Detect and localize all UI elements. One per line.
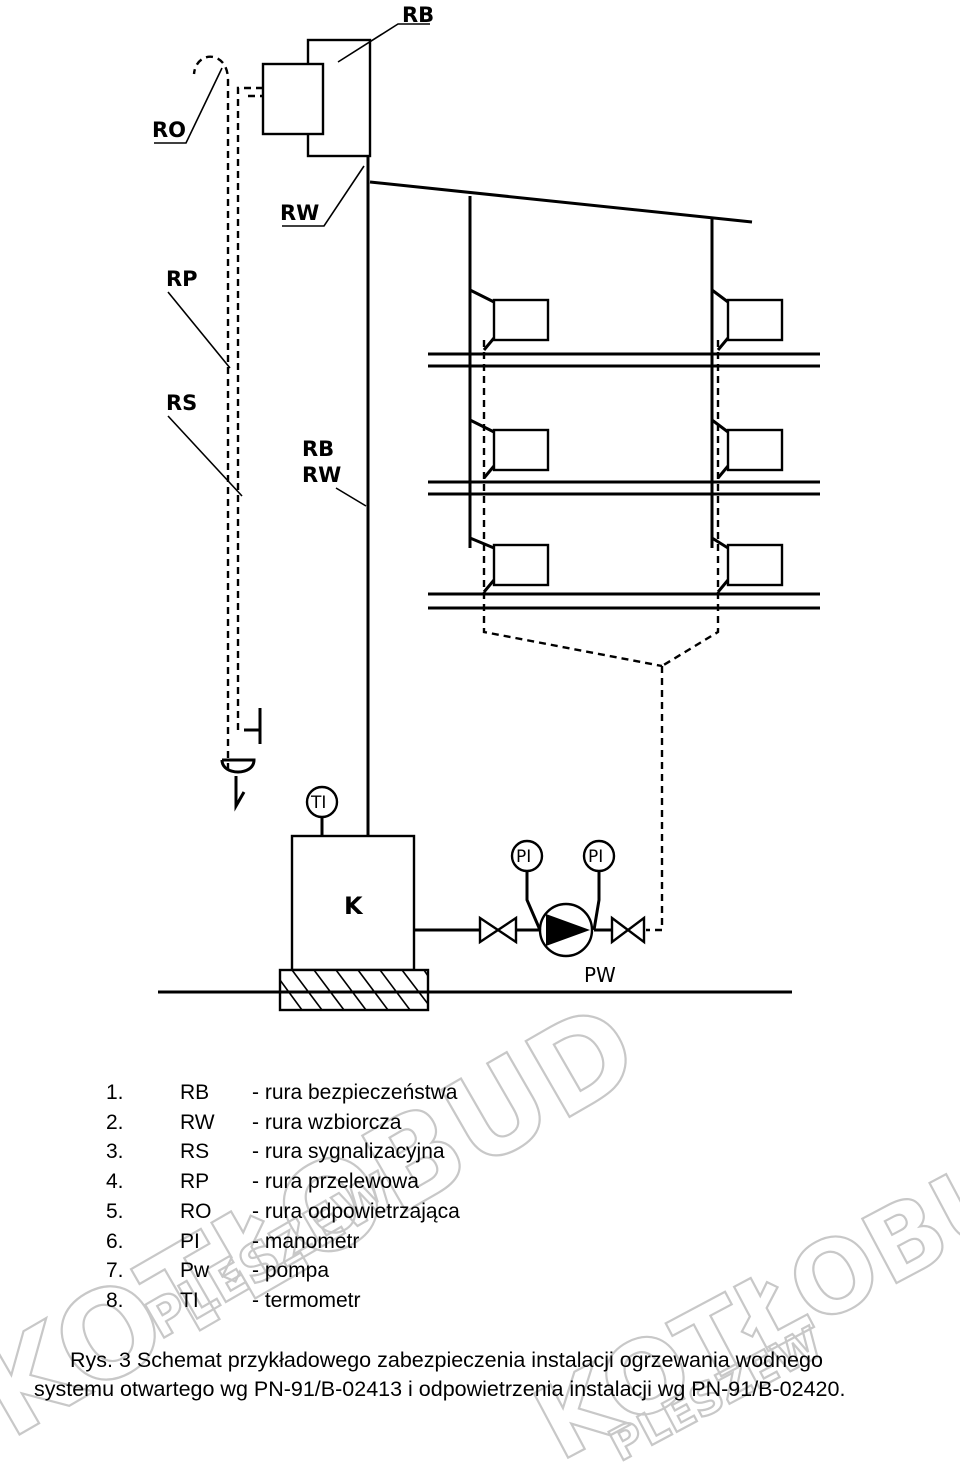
label-thermometer: TI [310,793,326,813]
legend-item: 7. Pw - pompa [106,1256,460,1286]
expansion-vessel [261,38,372,158]
label-pump: PW [584,963,616,987]
radiator [492,428,550,472]
supply-main [369,180,753,224]
legend-item: 8. TI - termometr [106,1286,460,1316]
label-ro: RO [152,118,186,142]
legend-num: 3. [106,1140,124,1164]
label-manometer-1: PI [516,847,531,867]
legend-num: 7. [106,1259,124,1283]
legend-item: 4. RP - rura przelewowa [106,1167,460,1197]
signal-tank [261,62,325,136]
pipe-rp [236,86,264,730]
legend-code: RB [180,1081,210,1104]
return-riser-2 [661,340,720,668]
leader-rb-top [337,23,430,63]
legend-num: 4. [106,1170,124,1194]
caption-line-1: Rys. 3 Schemat przykładowego zabezpiecze… [70,1348,823,1372]
leader-ro [154,67,223,144]
legend-item: 3. RS - rura sygnalizacyjna [106,1137,460,1167]
legend-item: 5. RO - rura odpowietrzająca [106,1197,460,1227]
return-riser-1 [482,340,663,668]
radiator [726,543,784,587]
manometer-1: PI [510,839,544,931]
legend-desc: - manometr [252,1229,360,1253]
label-manometer-2: PI [588,847,603,867]
leader-rb-rw [335,487,367,507]
legend-desc: - rura bezpieczeństwa [252,1081,458,1104]
legend-num: 1. [106,1081,124,1104]
label-rb-top: RB [402,3,434,27]
legend-code: Pw [180,1259,210,1283]
label-rb-mid: RB [302,437,334,461]
legend-code: RW [180,1110,215,1134]
label-rw: RW [280,201,319,225]
leader-rw [282,165,365,227]
legend-num: 8. [106,1288,124,1312]
pump: PW [538,902,616,987]
label-boiler: K [344,892,364,920]
legend-desc: - rura sygnalizacyjna [252,1140,445,1164]
legend-item: 1. RB - rura bezpieczeństwa [106,1078,460,1108]
legend-num: 5. [106,1199,124,1223]
legend-item: 2. RW - rura wzbiorcza [106,1108,460,1138]
boiler: K [158,834,792,1012]
caption-line-2: systemu otwartego wg PN-91/B-02413 i odp… [34,1377,846,1401]
legend-desc: - rura przelewowa [252,1170,419,1194]
thermometer: TI [305,785,339,836]
gate-valve-right [610,915,646,945]
legend-code: RO [180,1199,212,1223]
pipe-ro [192,55,230,770]
legend-item: 6. PI - manometr [106,1227,460,1257]
leader-rs [167,415,243,497]
legend-desc: - pompa [252,1259,330,1283]
manometer-2: PI [582,839,616,931]
radiator [492,298,550,342]
legend-code: PI [180,1229,200,1253]
gate-valve-left [478,915,518,945]
legend-code: TI [180,1288,199,1312]
radiator [726,298,784,342]
floor-slabs [428,352,820,610]
label-rw-mid: RW [302,463,341,487]
legend-desc: - termometr [252,1288,361,1312]
drain-funnel [220,708,262,812]
legend: 1. RB - rura bezpieczeństwa 2. RW - rura wzbi… [106,1078,460,1316]
legend-desc: - rura wzbiorcza [252,1110,402,1134]
label-rs: RS [166,391,197,415]
return-main [646,666,664,932]
legend-code: RS [180,1140,210,1164]
leader-rp [167,291,231,369]
legend-desc: - rura odpowietrzająca [252,1199,460,1223]
radiators [469,288,784,593]
legend-num: 2. [106,1110,124,1134]
legend-code: RP [180,1170,210,1194]
figure-caption: Rys. 3 Schemat przykładowego zabezpiecze… [0,1346,960,1404]
radiator [492,543,550,587]
legend-num: 6. [106,1229,124,1253]
radiator [726,428,784,472]
label-rp: RP [166,267,198,291]
boiler-foundation [278,968,430,1012]
